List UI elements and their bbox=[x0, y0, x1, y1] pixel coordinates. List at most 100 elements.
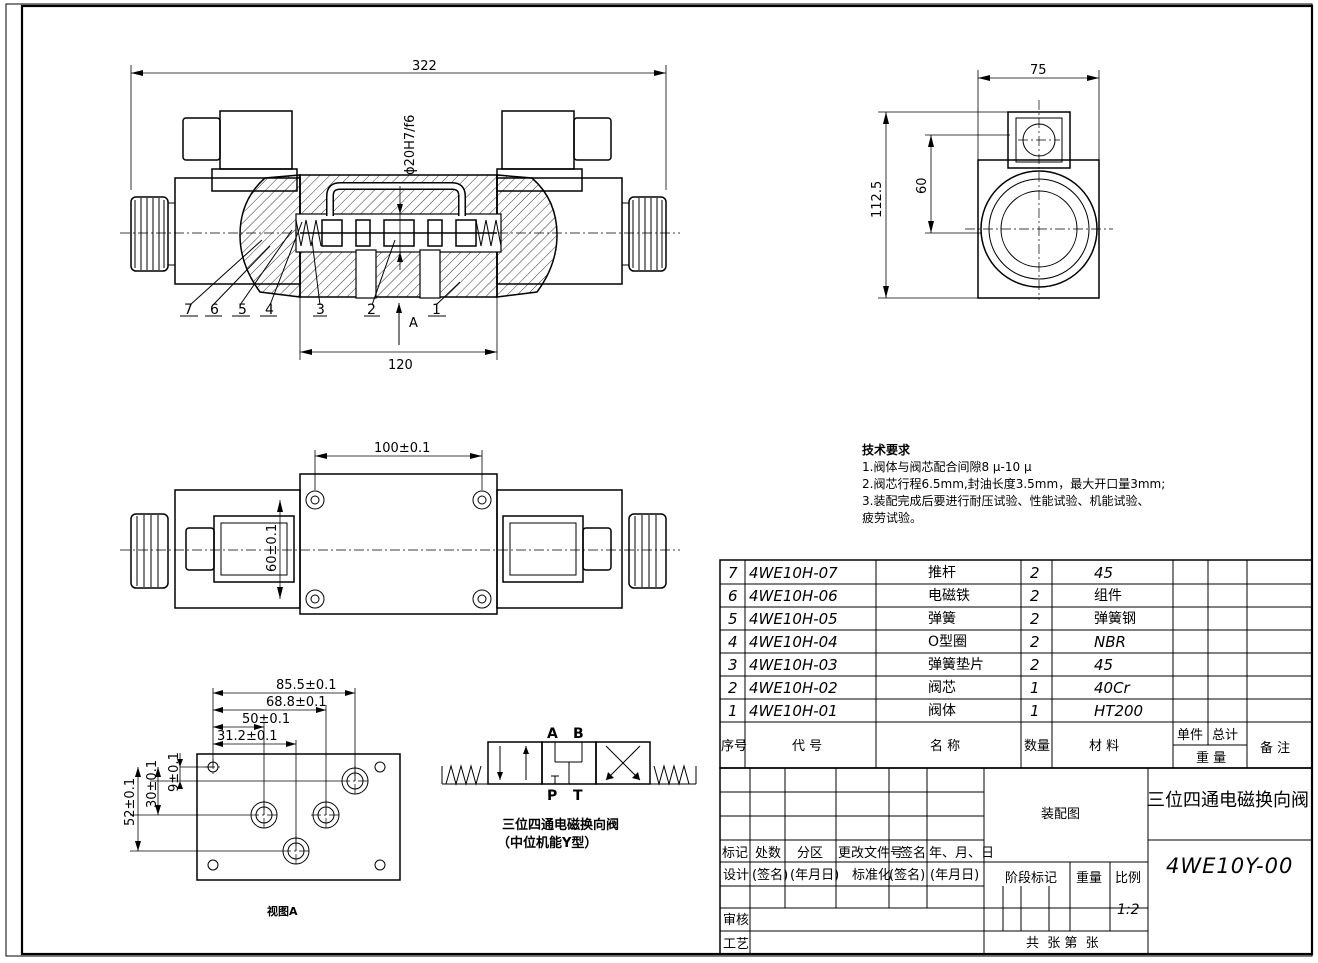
dim-bore-fit: ϕ20H7/f6 bbox=[403, 115, 418, 175]
hydraulic-symbol: A B P T 三位四通电磁换向阀 （中位机能Y型） bbox=[441, 726, 697, 851]
bom-header-unit: 单件 bbox=[1177, 728, 1203, 743]
symbol-port-p: P bbox=[547, 788, 557, 804]
bom-header-no: 序号 bbox=[721, 739, 747, 754]
bom-header-name: 名 称 bbox=[930, 738, 960, 754]
bom-material: HT200 bbox=[1094, 702, 1143, 720]
bom-name: 弹簧垫片 bbox=[928, 657, 984, 673]
dim-side-width: 75 bbox=[1030, 63, 1047, 78]
tech-title: 技术要求 bbox=[862, 442, 911, 457]
bom-material: 40Cr bbox=[1094, 679, 1131, 697]
title-product-name: 三位四通电磁换向阀 bbox=[1147, 790, 1309, 811]
design-sign: (签名) bbox=[752, 867, 788, 883]
rev-zone: 分区 bbox=[797, 846, 823, 861]
dim-side-coil: 60 bbox=[915, 177, 930, 194]
bom-name: 电磁铁 bbox=[928, 588, 970, 604]
bom-material: 组件 bbox=[1094, 588, 1122, 604]
bom-no: 2 bbox=[728, 679, 738, 697]
bom-no: 7 bbox=[728, 564, 738, 582]
part-label-4: 4 bbox=[265, 302, 274, 318]
dim-port-9: 9±0.1 bbox=[167, 752, 182, 792]
bom-table: 7 4WE10H-07 推杆 2 45 6 4WE10H-06 电磁铁 2 组件… bbox=[719, 559, 1313, 769]
dim-body-length: 120 bbox=[388, 358, 413, 373]
rev-row: 标记 处数 分区 更改文件号 签名 年、月、日 bbox=[722, 845, 994, 861]
weight-label: 重量 bbox=[1076, 870, 1102, 886]
bom-no: 3 bbox=[728, 656, 738, 674]
bom-header-remark: 备 注 bbox=[1260, 740, 1290, 756]
bom-code: 4WE10H-01 bbox=[749, 702, 838, 720]
tech-line-4: 疲劳试验。 bbox=[862, 510, 922, 525]
bom-name: 阀体 bbox=[928, 703, 956, 719]
dim-port-68: 68.8±0.1 bbox=[266, 695, 327, 710]
dim-port-50: 50±0.1 bbox=[242, 712, 290, 727]
dim-bolt-spacing-x: 100±0.1 bbox=[374, 441, 430, 456]
part-label-6: 6 bbox=[210, 302, 219, 318]
title-block: 装配图 三位四通电磁换向阀 4WE10Y-00 标记 处数 分区 更改文件号 签… bbox=[719, 767, 1313, 955]
bom-row-2: 2 4WE10H-02 阀芯 1 40Cr bbox=[728, 679, 1131, 697]
process-label: 工艺 bbox=[723, 937, 749, 952]
view-a-title: 视图A bbox=[267, 904, 298, 918]
bom-no: 6 bbox=[728, 587, 738, 605]
bom-qty: 2 bbox=[1030, 564, 1040, 582]
bom-row-7: 7 4WE10H-07 推杆 2 45 bbox=[728, 564, 1113, 582]
part-label-2: 2 bbox=[367, 302, 376, 318]
symbol-port-t: T bbox=[573, 788, 583, 804]
bom-material: NBR bbox=[1094, 633, 1126, 651]
part-label-7: 7 bbox=[184, 302, 193, 318]
stage-mark-label: 阶段标记 bbox=[1005, 871, 1057, 886]
design-date: (年月日) bbox=[790, 868, 839, 883]
bom-name: 弹簧 bbox=[928, 611, 956, 627]
bom-row-4: 4 4WE10H-04 O型圈 2 NBR bbox=[728, 633, 1126, 651]
design-row: 设计 (签名) (年月日) 标准化 (签名) (年月日) bbox=[723, 867, 979, 883]
bom-no: 5 bbox=[728, 610, 738, 628]
bom-header-qty: 数量 bbox=[1024, 739, 1050, 754]
review-label: 审核 bbox=[723, 913, 749, 928]
bom-row-1: 1 4WE10H-01 阀体 1 HT200 bbox=[728, 702, 1143, 720]
inner-frame bbox=[20, 4, 1314, 956]
bom-row-3: 3 4WE10H-03 弹簧垫片 2 45 bbox=[728, 656, 1113, 674]
tech-line-2: 2.阀芯行程6.5mm,封油长度3.5mm，最大开口量3mm; bbox=[862, 476, 1165, 491]
standard-sign: (签名) bbox=[889, 867, 925, 883]
top-view: 100±0.1 60±0.1 bbox=[120, 441, 680, 615]
tech-line-1: 1.阀体与阀芯配合间隙8 μ-10 μ bbox=[862, 459, 1032, 474]
standard-date: (年月日) bbox=[930, 868, 979, 883]
bom-material: 45 bbox=[1094, 656, 1113, 674]
front-section-view: 322 bbox=[120, 59, 680, 373]
view-a: 85.5±0.1 68.8±0.1 50±0.1 31.2±0.1 9±0.1 … bbox=[123, 678, 401, 918]
bom-name: 阀芯 bbox=[928, 680, 956, 696]
bom-header-material: 材 料 bbox=[1089, 739, 1119, 754]
standard-label: 标准化 bbox=[852, 868, 891, 883]
dim-port-52: 52±0.1 bbox=[123, 778, 138, 826]
symbol-caption-2: （中位机能Y型） bbox=[497, 835, 597, 851]
rev-doc-no: 更改文件号 bbox=[838, 846, 903, 861]
technical-requirements: 技术要求 1.阀体与阀芯配合间隙8 μ-10 μ 2.阀芯行程6.5mm,封油长… bbox=[862, 442, 1165, 525]
title-drawing-type: 装配图 bbox=[1041, 807, 1080, 822]
bom-material: 弹簧钢 bbox=[1094, 611, 1136, 627]
dim-port-30: 30±0.1 bbox=[145, 760, 160, 808]
bom-row-6: 6 4WE10H-06 电磁铁 2 组件 bbox=[728, 587, 1122, 605]
dim-side-height: 112.5 bbox=[870, 181, 885, 218]
bom-name: O型圈 bbox=[928, 634, 967, 650]
dim-bolt-spacing-y: 60±0.1 bbox=[265, 524, 280, 572]
bom-code: 4WE10H-05 bbox=[749, 610, 838, 628]
dim-port-31: 31.2±0.1 bbox=[217, 729, 278, 744]
bom-code: 4WE10H-02 bbox=[749, 679, 838, 697]
bom-header-total: 总计 bbox=[1212, 728, 1238, 743]
bom-code: 4WE10H-07 bbox=[749, 564, 838, 582]
part-label-1: 1 bbox=[432, 302, 441, 318]
sheet-count: 共 张 第 张 bbox=[1026, 936, 1099, 951]
rev-mark: 标记 bbox=[722, 846, 748, 861]
design-label: 设计 bbox=[723, 868, 749, 883]
bom-qty: 2 bbox=[1030, 656, 1040, 674]
bom-code: 4WE10H-04 bbox=[749, 633, 838, 651]
bom-code: 4WE10H-06 bbox=[749, 587, 838, 605]
bom-qty: 1 bbox=[1030, 702, 1040, 720]
bom-no: 4 bbox=[728, 633, 738, 651]
tech-line-3: 3.装配完成后要进行耐压试验、性能试验、机能试验、 bbox=[862, 493, 1149, 508]
bom-qty: 1 bbox=[1030, 679, 1040, 697]
bom-qty: 2 bbox=[1030, 610, 1040, 628]
bom-code: 4WE10H-03 bbox=[749, 656, 838, 674]
bom-header-weight: 重 量 bbox=[1196, 750, 1226, 766]
bom-row-5: 5 4WE10H-05 弹簧 2 弹簧钢 bbox=[728, 610, 1136, 628]
bom-header-row: 序号 代 号 名 称 数量 材 料 单件 总计 重 量 备 注 bbox=[721, 728, 1290, 766]
